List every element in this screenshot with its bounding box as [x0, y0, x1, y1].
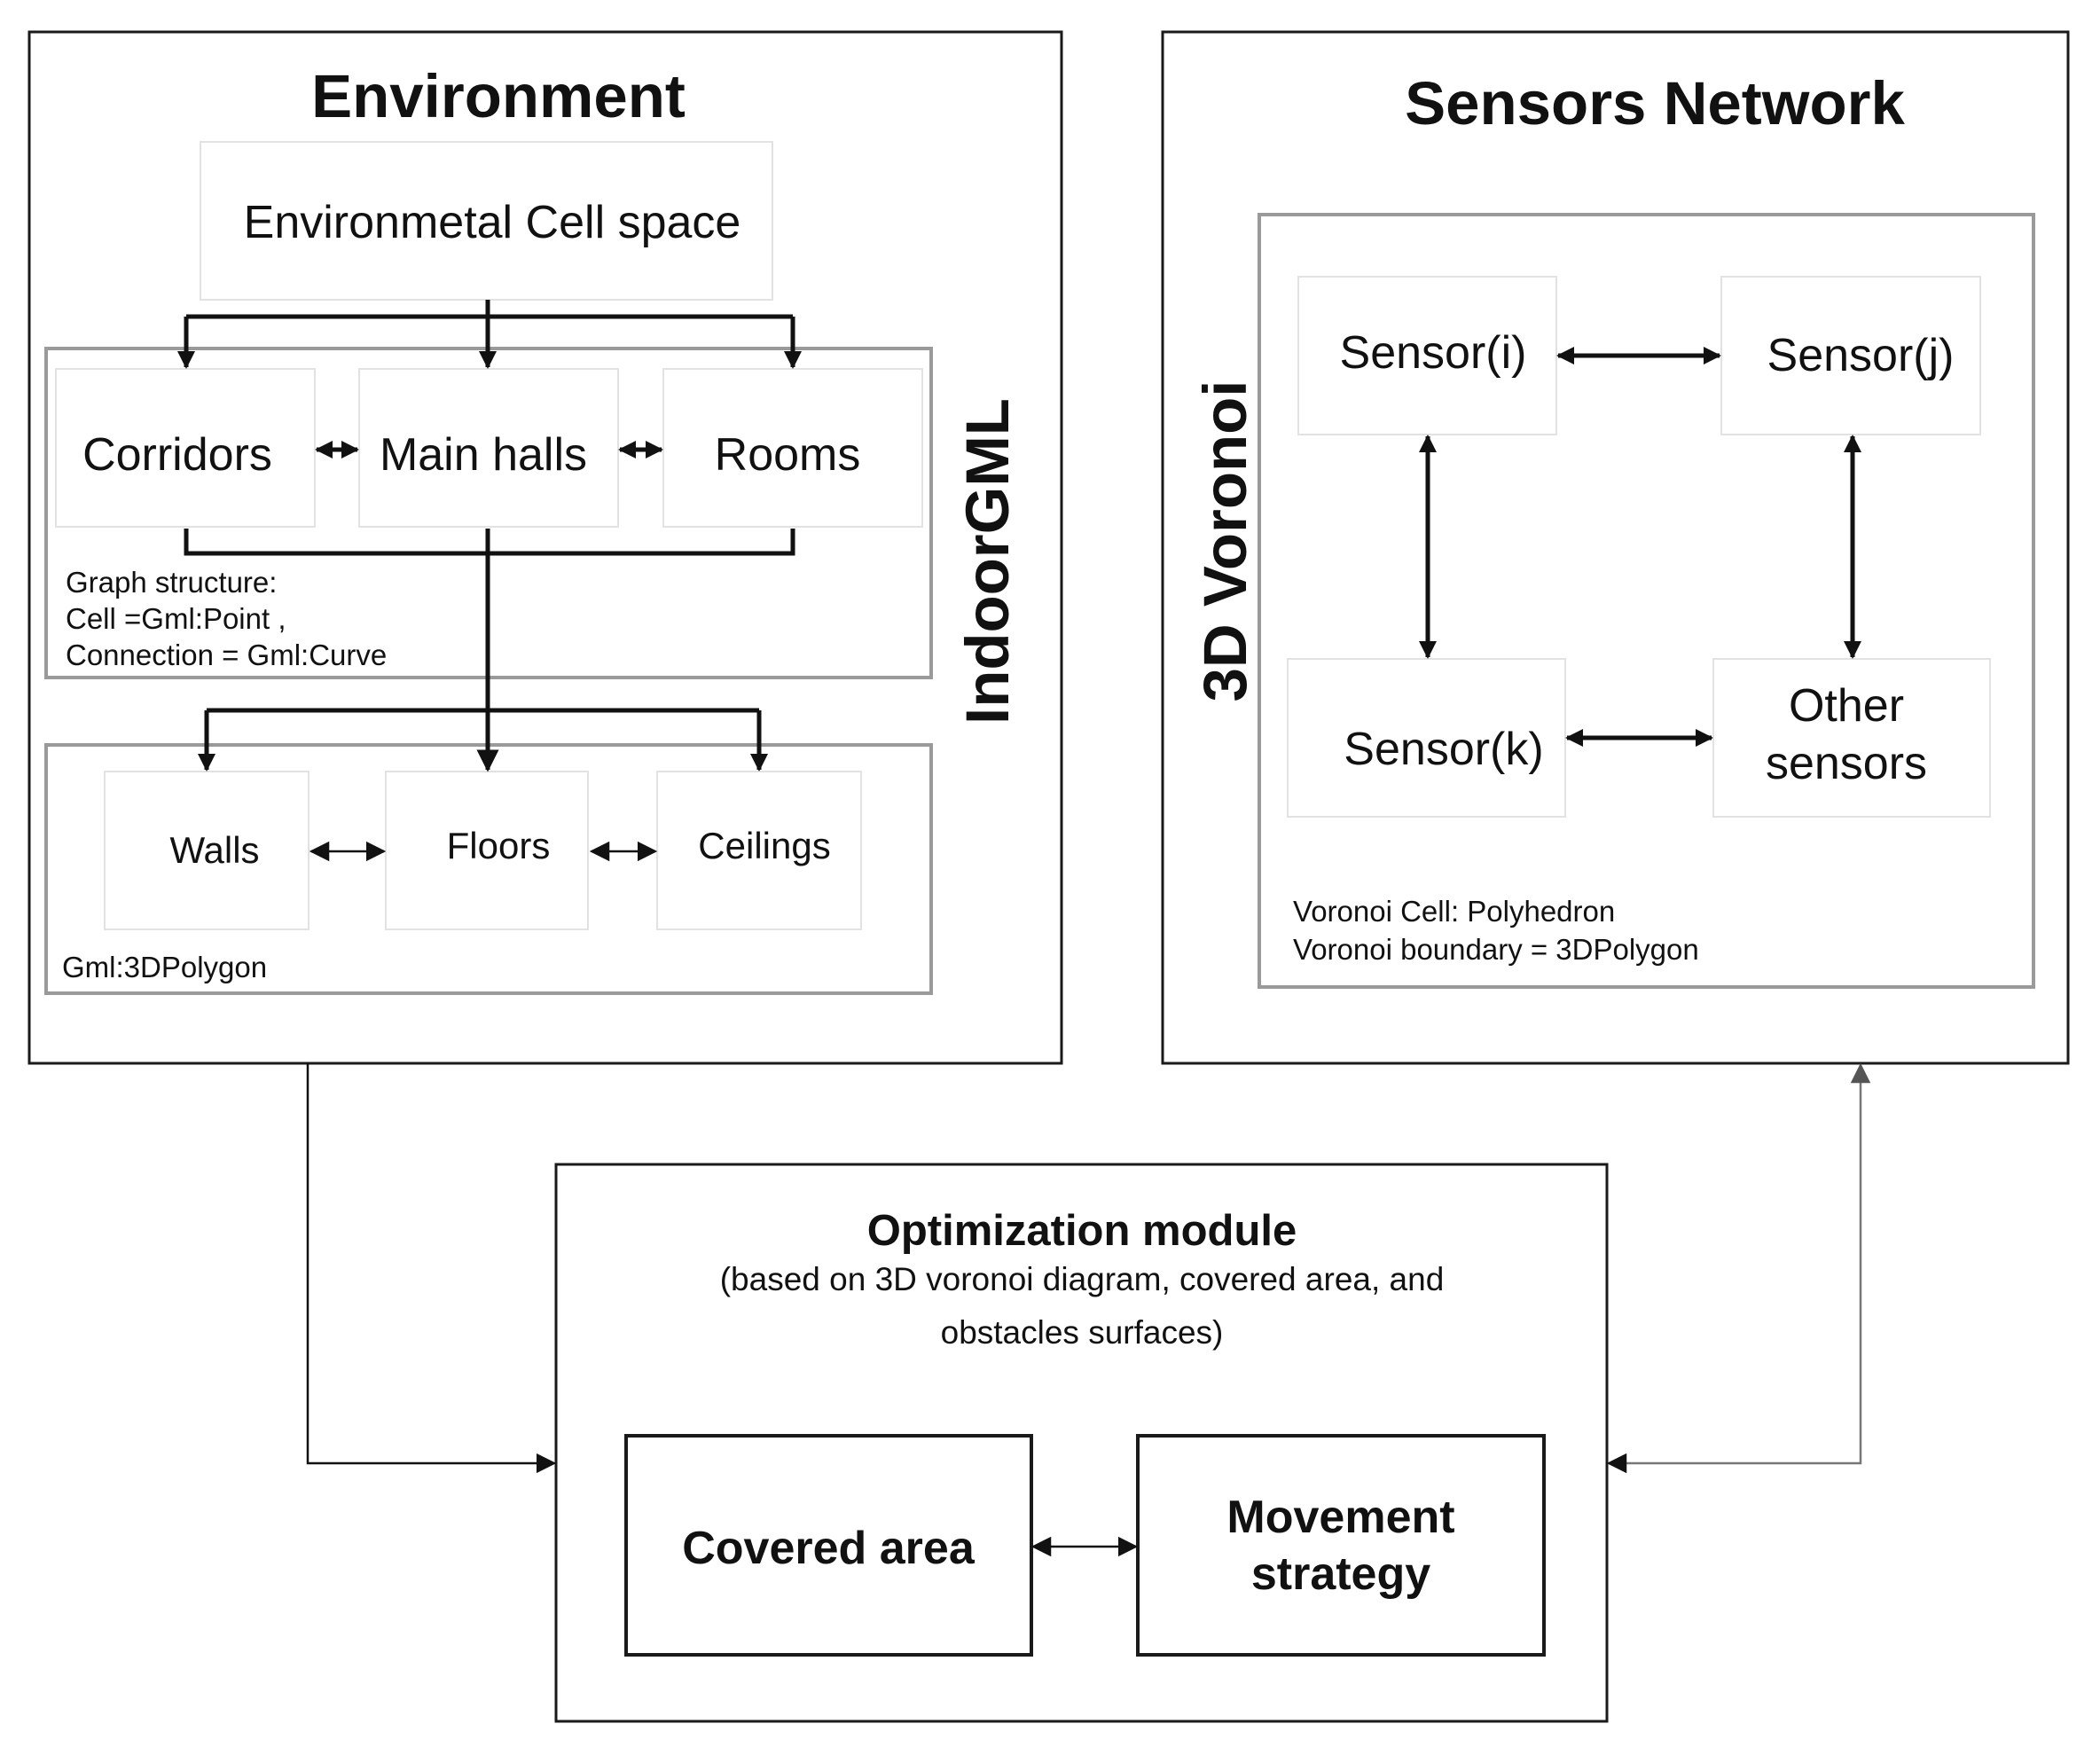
sensor-k-box [1287, 658, 1566, 818]
surface-note: Gml:3DPolygon [62, 951, 267, 983]
cell-space-label: Environmetal Cell space [244, 197, 741, 248]
graph-note-line-1: Graph structure: [66, 566, 277, 599]
voronoi-note-line-1: Voronoi Cell: Polyhedron [1293, 895, 1615, 928]
other-sensors-label-line-2: sensors [1766, 738, 1927, 789]
sensors-title: Sensors Network [1405, 69, 1905, 137]
graph-note-line-3: Connection = Gml:Curve [66, 639, 387, 671]
ceilings-label: Ceilings [698, 825, 830, 866]
voronoi-note-line-2: Voronoi boundary = 3DPolygon [1293, 933, 1699, 966]
sensor-i-label: Sensor(i) [1340, 327, 1527, 379]
sensors-block: Sensors Network 3D Voronoi Sensor(i) Sen… [1161, 30, 2070, 1065]
optimization-subtitle-line-1: (based on 3D voronoi diagram, covered ar… [720, 1261, 1445, 1297]
walls-label: Walls [169, 829, 259, 871]
other-sensors-box [1712, 658, 1991, 818]
optimization-title: Optimization module [867, 1207, 1297, 1255]
rooms-label: Rooms [715, 429, 861, 481]
walls-box [104, 771, 310, 930]
movement-strategy-box [1136, 1434, 1546, 1657]
ceilings-box [656, 771, 862, 930]
rooms-box [662, 368, 923, 528]
movement-strategy-label-line-2: strategy [1251, 1548, 1430, 1600]
environment-title: Environment [311, 62, 686, 130]
sensor-j-label: Sensor(j) [1767, 330, 1955, 381]
cell-space-box [200, 141, 773, 301]
main-halls-label: Main halls [380, 429, 587, 481]
sensor-k-label: Sensor(k) [1344, 724, 1543, 775]
graph-note-line-2: Cell =Gml:Point , [66, 602, 286, 635]
optimization-block: Optimization module (based on 3D voronoi… [554, 1163, 1609, 1723]
corridors-label: Corridors [82, 429, 272, 481]
other-sensors-label-line-1: Other [1789, 680, 1904, 732]
optimization-subtitle-line-2: obstacles surfaces) [941, 1314, 1224, 1351]
indoorgml-label: IndoorGML [953, 398, 1022, 725]
optimization-sensors-arrow [1606, 1062, 1871, 1474]
environment-to-optimization-arrow [306, 1063, 557, 1474]
covered-area-label: Covered area [682, 1523, 976, 1574]
corridors-box [55, 368, 316, 528]
movement-strategy-label-line-1: Movement [1226, 1492, 1454, 1543]
voronoi-label: 3D Voronoi [1191, 380, 1259, 702]
covered-area-box [624, 1434, 1033, 1657]
environment-block: Environment Environmetal Cell space Indo… [27, 30, 1063, 1065]
floors-label: Floors [447, 825, 551, 866]
main-halls-box [358, 368, 619, 528]
